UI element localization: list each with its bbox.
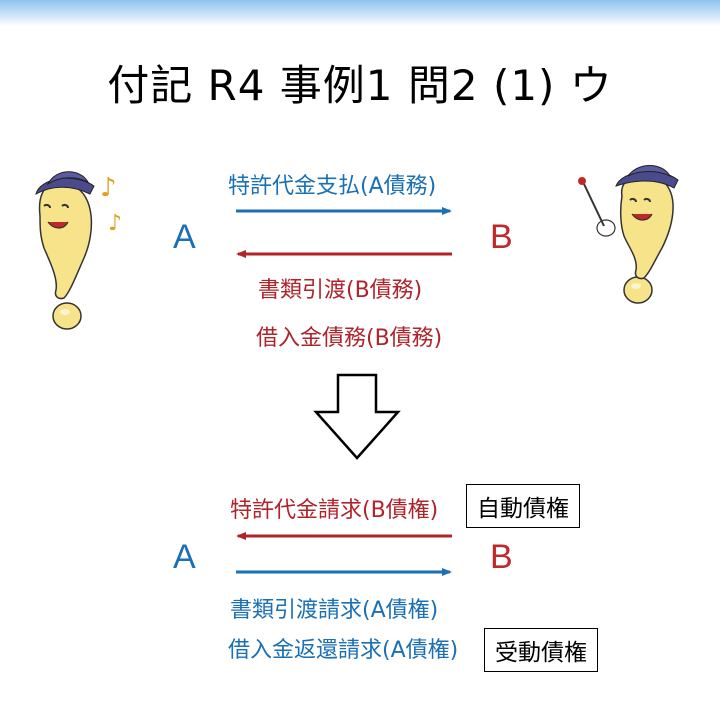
header-bar xyxy=(0,0,720,26)
label-b-to-a-bottom-1: 特許代金請求(B債権) xyxy=(230,498,439,523)
label-b-to-a-top-1: 書類引渡(B債務) xyxy=(258,278,423,303)
music-note-icon: ♪ ♪ xyxy=(100,173,122,236)
right-mascot xyxy=(596,165,679,304)
label-a-to-b-top-1: 特許代金支払(A債務) xyxy=(228,174,437,199)
party-a-top: A xyxy=(173,218,196,256)
auto-claim-box: 自動債権 xyxy=(466,484,580,528)
svg-text:♪: ♪ xyxy=(108,211,122,236)
left-mascot xyxy=(35,171,95,330)
label-b-to-a-top-2: 借入金債務(B債務) xyxy=(256,326,443,351)
svg-text:♪: ♪ xyxy=(100,173,117,203)
label-a-to-b-bottom-1: 書類引渡請求(A債権) xyxy=(230,598,439,623)
label-a-to-b-bottom-2: 借入金返還請求(A債権) xyxy=(228,638,459,663)
party-b-top: B xyxy=(490,218,513,256)
baton-icon xyxy=(578,177,605,227)
page-title: 付記 R4 事例1 問2 (1) ウ xyxy=(107,61,613,110)
party-b-bottom: B xyxy=(490,538,513,576)
passive-claim-box: 受動債権 xyxy=(484,628,598,672)
down-arrow-icon xyxy=(313,373,401,460)
party-a-bottom: A xyxy=(173,538,196,576)
